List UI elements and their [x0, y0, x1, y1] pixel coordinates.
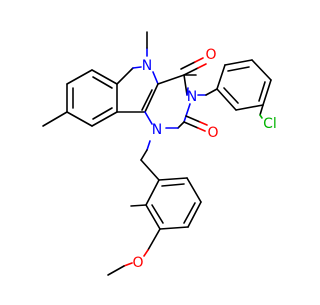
molecule-canvas: N N N O O O Cl: [42, 31, 277, 276]
bond: [183, 202, 196, 224]
bond: [187, 201, 202, 228]
bond: [107, 265, 125, 276]
bond: [251, 59, 272, 81]
bond: [91, 111, 118, 127]
bond: [143, 249, 149, 257]
bond: [183, 74, 188, 96]
n3-nitrogen-label: N: [187, 89, 197, 105]
bond: [177, 121, 185, 129]
bond: [262, 79, 272, 106]
bond: [130, 204, 147, 207]
bond: [258, 81, 266, 102]
bond: [197, 63, 207, 69]
bond: [91, 69, 118, 85]
bond: [259, 104, 264, 116]
bond: [197, 127, 206, 132]
bond: [199, 121, 208, 126]
bond: [161, 183, 185, 187]
bond: [141, 89, 153, 111]
bond: [205, 88, 218, 96]
bond: [66, 69, 93, 85]
bond: [152, 71, 159, 85]
bond: [158, 177, 188, 181]
bond: [92, 107, 113, 120]
bond: [147, 228, 161, 251]
chlorine-label: Cl: [263, 116, 277, 132]
bond: [224, 59, 253, 66]
bond: [145, 179, 160, 206]
bond: [140, 159, 160, 181]
bond: [146, 140, 151, 151]
bond: [180, 61, 196, 70]
methoxy-oxygen-label: O: [132, 255, 143, 271]
atom-labels: N N N O O O Cl: [132, 47, 276, 271]
bond: [216, 64, 226, 90]
bond: [186, 87, 189, 96]
molecule-structure: N N N O O O Cl: [42, 31, 277, 276]
bond: [42, 111, 68, 127]
indole-nitrogen-label: N: [142, 58, 152, 74]
bond: [123, 262, 133, 267]
bond: [116, 67, 134, 85]
bond: [259, 114, 263, 119]
bond: [144, 111, 153, 125]
bond: [144, 83, 159, 113]
bond: [66, 111, 93, 127]
bond: [227, 66, 250, 72]
bond: [223, 87, 239, 104]
bond-lines: [42, 31, 272, 276]
bond: [151, 204, 164, 224]
bond: [194, 57, 204, 63]
top-carbonyl-oxygen-label: O: [205, 47, 216, 63]
n1-nitrogen-label: N: [152, 122, 162, 138]
bond: [132, 66, 142, 69]
bond: [183, 103, 191, 123]
bond: [145, 204, 161, 230]
bond: [92, 76, 113, 89]
middle-carbonyl-oxygen-label: O: [207, 125, 218, 141]
bond: [216, 88, 237, 111]
bond: [140, 149, 148, 161]
bond: [235, 104, 264, 111]
bond: [186, 177, 202, 203]
bond: [157, 74, 185, 85]
bond: [183, 121, 199, 129]
bond: [183, 67, 199, 76]
bond: [185, 115, 201, 123]
bond: [159, 226, 189, 230]
